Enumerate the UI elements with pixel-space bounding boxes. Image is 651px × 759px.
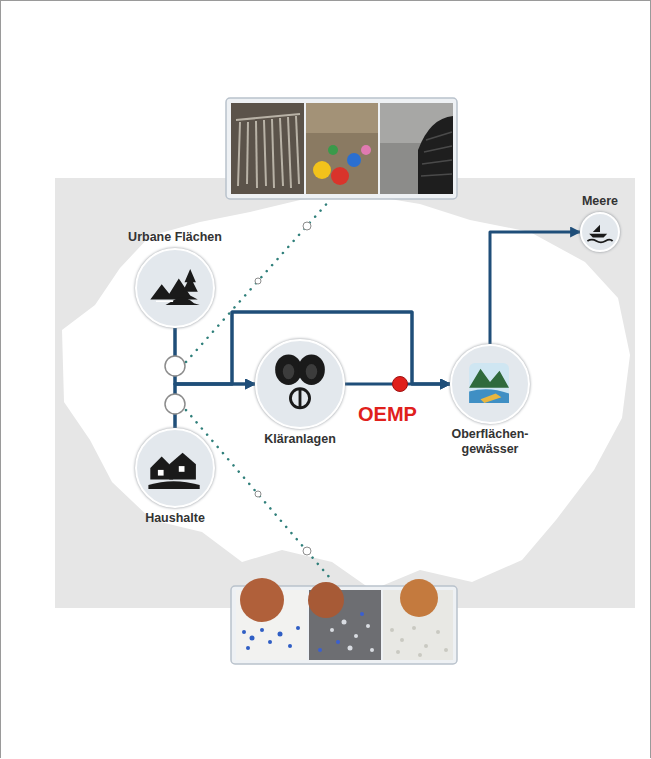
source-circle: Haushalte [135,428,215,508]
node-label: Kläranlagen [248,432,352,447]
node-label: Oberflächen- gewässer [438,427,542,457]
berlin-outline [62,194,630,590]
node-label: Urbane Flächen [123,230,227,245]
flow-connector [175,328,255,384]
oemp-label: OEMP [358,403,417,426]
node-icon [582,214,618,250]
node-icon [257,341,343,427]
water-circle: Oberflächen- gewässer [450,344,530,424]
node-label: Meere [548,194,651,209]
grey-panel [55,178,635,608]
treatment-circle: Kläranlagen [255,339,345,429]
node-icon [137,250,213,326]
junction-circle [165,356,185,414]
flow-connector [490,232,580,344]
node-icon [137,430,213,506]
oemp-point [393,377,408,392]
photo-panel [226,98,457,199]
node-icon [452,346,528,422]
flow-connector [175,312,450,428]
sea-circle: Meere [580,212,620,252]
photo-panel [231,578,457,664]
source-circle: Urbane Flächen [135,248,215,328]
flow-connector [175,384,255,428]
node-label: Haushalte [123,511,227,526]
